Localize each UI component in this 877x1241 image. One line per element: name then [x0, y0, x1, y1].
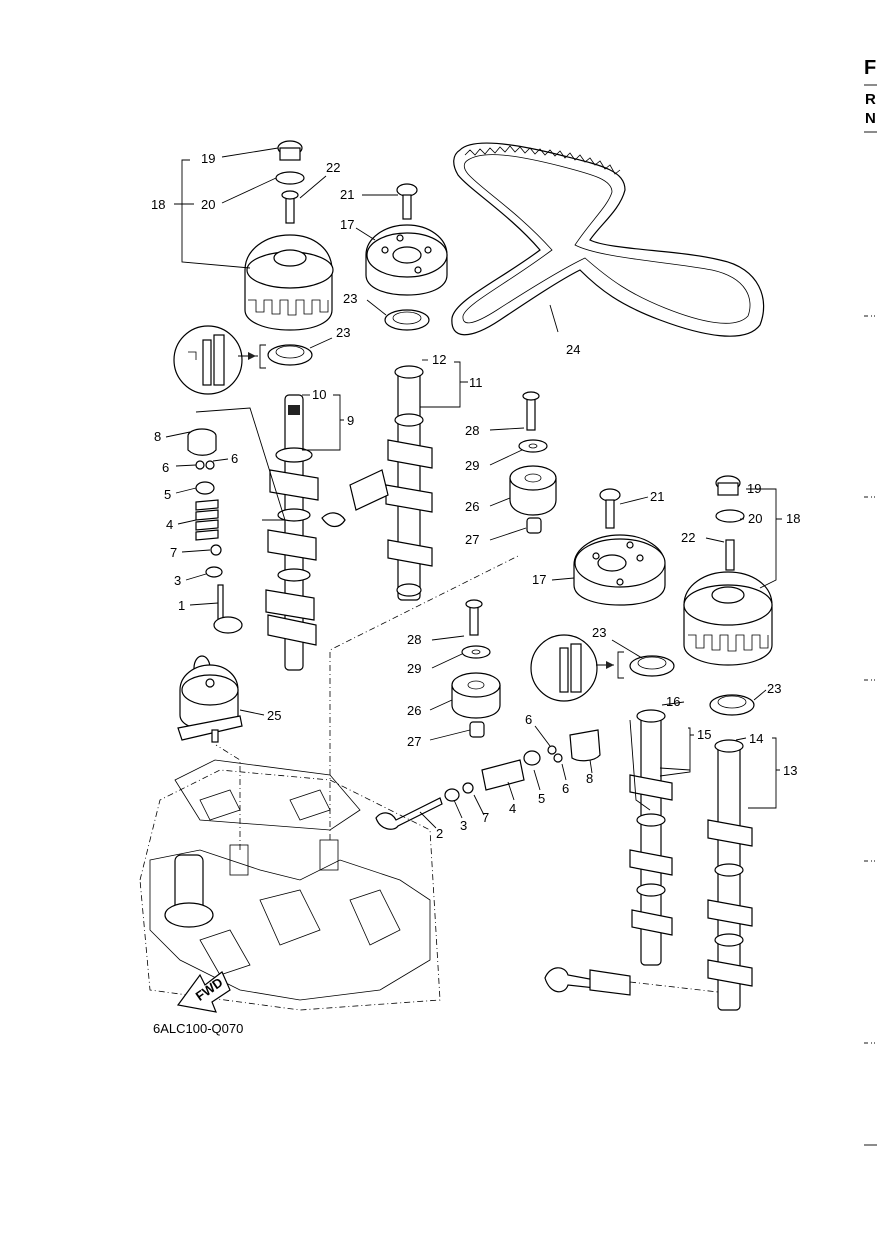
callout-17: 17 [340, 217, 354, 232]
camshaft-middle [321, 365, 433, 601]
cam-sprocket-lower-middle [573, 488, 666, 606]
callout-18: 18 [786, 511, 800, 526]
callout-21: 21 [650, 489, 664, 504]
belt-tensioner [177, 655, 243, 743]
vct-pulley-right [683, 475, 773, 666]
cylinder-head [139, 759, 441, 1011]
camshaft-right-outer [707, 739, 753, 1011]
callout-23: 23 [336, 325, 350, 340]
callout-29: 29 [465, 458, 479, 473]
callout-6: 6 [525, 712, 532, 727]
lifter-stack-upper [509, 391, 557, 534]
callout-14: 14 [749, 731, 763, 746]
callout-11: 11 [469, 375, 483, 390]
lifter-stack-lower [451, 599, 501, 738]
camshaft-right-inner [629, 709, 673, 966]
callout-23: 23 [592, 625, 606, 640]
callout-21: 21 [340, 187, 354, 202]
timing-belt [451, 142, 765, 337]
camshaft-left [265, 394, 319, 671]
margin-letter-n: N [865, 110, 876, 127]
callout-labels: 19 18 20 22 21 17 23 23 24 12 11 10 9 8 … [151, 151, 800, 841]
margin-letter-f: F [864, 57, 877, 79]
vct-pulley-upper-left [244, 140, 334, 331]
oil-seal-inset-right [530, 634, 755, 716]
callout-23: 23 [767, 681, 781, 696]
callout-7: 7 [482, 810, 489, 825]
guide-lines [195, 407, 719, 993]
callout-22: 22 [326, 160, 340, 175]
callout-2: 2 [436, 826, 443, 841]
callout-8: 8 [586, 771, 593, 786]
callout-22: 22 [681, 530, 695, 545]
callout-3: 3 [460, 818, 467, 833]
callout-8: 8 [154, 429, 161, 444]
callout-13: 13 [783, 763, 797, 778]
callout-28: 28 [465, 423, 479, 438]
callout-6: 6 [231, 451, 238, 466]
callout-29: 29 [407, 661, 421, 676]
callout-15: 15 [697, 727, 711, 742]
leader-lines [165, 147, 782, 829]
callout-3: 3 [174, 573, 181, 588]
diagram-code: 6ALC100-Q070 [153, 1021, 243, 1036]
callout-12: 12 [432, 352, 446, 367]
callout-24: 24 [566, 342, 580, 357]
margin-ticks [864, 84, 877, 1146]
callout-5: 5 [538, 791, 545, 806]
callout-27: 27 [407, 734, 421, 749]
cam-sprocket-upper-middle [365, 183, 448, 331]
callout-23: 23 [343, 291, 357, 306]
fwd-arrow-icon: FWD [176, 971, 231, 1013]
callout-6: 6 [162, 460, 169, 475]
callout-19: 19 [201, 151, 215, 166]
oil-seal-inset-left [173, 325, 313, 395]
callout-25: 25 [267, 708, 281, 723]
margin-letter-r: R [865, 91, 876, 108]
valve-train-middle [375, 729, 601, 830]
valve-assembly-lower-right [544, 967, 631, 996]
callout-10: 10 [312, 387, 326, 402]
callout-7: 7 [170, 545, 177, 560]
callout-20: 20 [748, 511, 762, 526]
callout-19: 19 [747, 481, 761, 496]
callout-27: 27 [465, 532, 479, 547]
callout-26: 26 [407, 703, 421, 718]
callout-18: 18 [151, 197, 165, 212]
valve-train-left [187, 428, 243, 634]
callout-4: 4 [509, 801, 516, 816]
callout-6: 6 [562, 781, 569, 796]
callout-26: 26 [465, 499, 479, 514]
callout-9: 9 [347, 413, 354, 428]
callout-4: 4 [166, 517, 173, 532]
callout-5: 5 [164, 487, 171, 502]
callout-16: 16 [666, 694, 680, 709]
callout-1: 1 [178, 598, 185, 613]
callout-20: 20 [201, 197, 215, 212]
callout-28: 28 [407, 632, 421, 647]
callout-17: 17 [532, 572, 546, 587]
